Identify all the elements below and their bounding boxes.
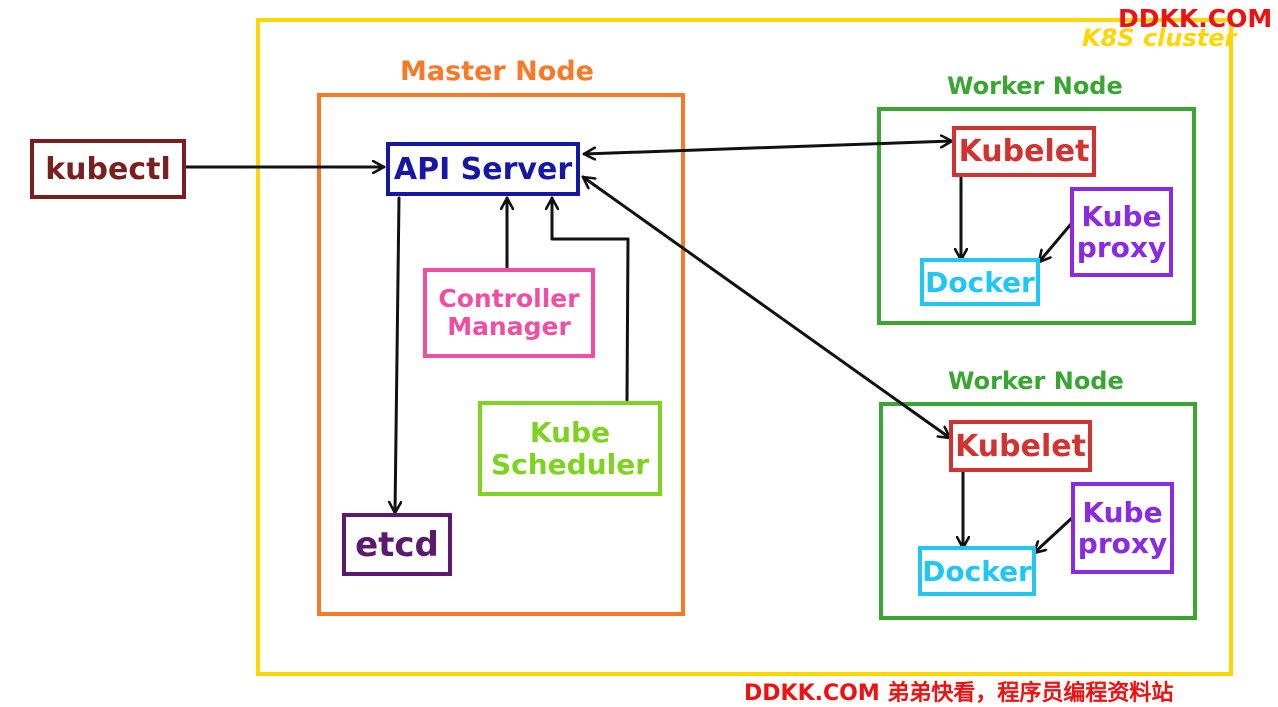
kubelet-label-2: Kubelet (955, 428, 1086, 464)
arrow-kube-proxy-to-docker-1 (1037, 222, 1073, 264)
worker-node-title-2: Worker Node (948, 367, 1124, 395)
etcd-label: etcd (355, 524, 439, 565)
kube-proxy-label-line-1-worker-1: Kube (1081, 199, 1162, 233)
docker-label-1: Docker (925, 265, 1035, 299)
cluster-label: K8S cluster (1082, 24, 1237, 52)
kube-proxy-label-line-1-worker-2: Kube (1082, 495, 1163, 529)
k8s-cluster-frame (256, 18, 1233, 676)
kube-scheduler-label-line-1: Kube (529, 416, 611, 450)
arrow-api-server-kubelet-1 (582, 141, 954, 154)
arrow-kube-proxy-to-docker-2 (1032, 515, 1075, 555)
docker-box-2: Docker (918, 546, 1036, 596)
kubelet-label-1: Kubelet (958, 134, 1090, 169)
arrow-api-server-kubelet-2 (581, 175, 952, 440)
arrow-api-server-to-etcd (395, 196, 399, 515)
kubectl-box: kubectl (30, 139, 186, 199)
api-server-box: API Server (386, 142, 580, 196)
watermark-top: DDKK.COM (1118, 4, 1273, 33)
master-node-title: Master Node (400, 56, 594, 87)
watermark-bottom: DDKK.COM 弟弟快看，程序员编程资料站 (744, 681, 1174, 706)
etcd-box: etcd (342, 513, 452, 576)
api-server-label: API Server (393, 151, 573, 187)
controller-manager-box: Controller Manager (423, 268, 595, 358)
kube-scheduler-box: Kube Scheduler (478, 401, 662, 496)
docker-box-1: Docker (920, 258, 1040, 306)
kubectl-label: kubectl (45, 151, 171, 187)
kube-proxy-box-1: Kube proxy (1070, 187, 1173, 277)
controller-manager-label-line-2: Manager (447, 312, 571, 341)
kube-proxy-label-line-2-worker-1: proxy (1076, 231, 1167, 264)
worker-node-title-1: Worker Node (947, 72, 1123, 100)
controller-manager-label-line-1: Controller (438, 284, 580, 313)
kube-scheduler-label-line-2: Scheduler (490, 447, 650, 481)
kube-proxy-label-line-2-worker-2: proxy (1077, 527, 1168, 560)
worker-node-frame-2 (879, 402, 1197, 620)
docker-label-2: Docker (922, 554, 1032, 588)
kubelet-box-1: Kubelet (952, 126, 1096, 177)
kube-proxy-box-2: Kube proxy (1071, 482, 1174, 574)
kubelet-box-2: Kubelet (949, 420, 1092, 472)
arrow-scheduler-to-api-server (552, 196, 630, 402)
